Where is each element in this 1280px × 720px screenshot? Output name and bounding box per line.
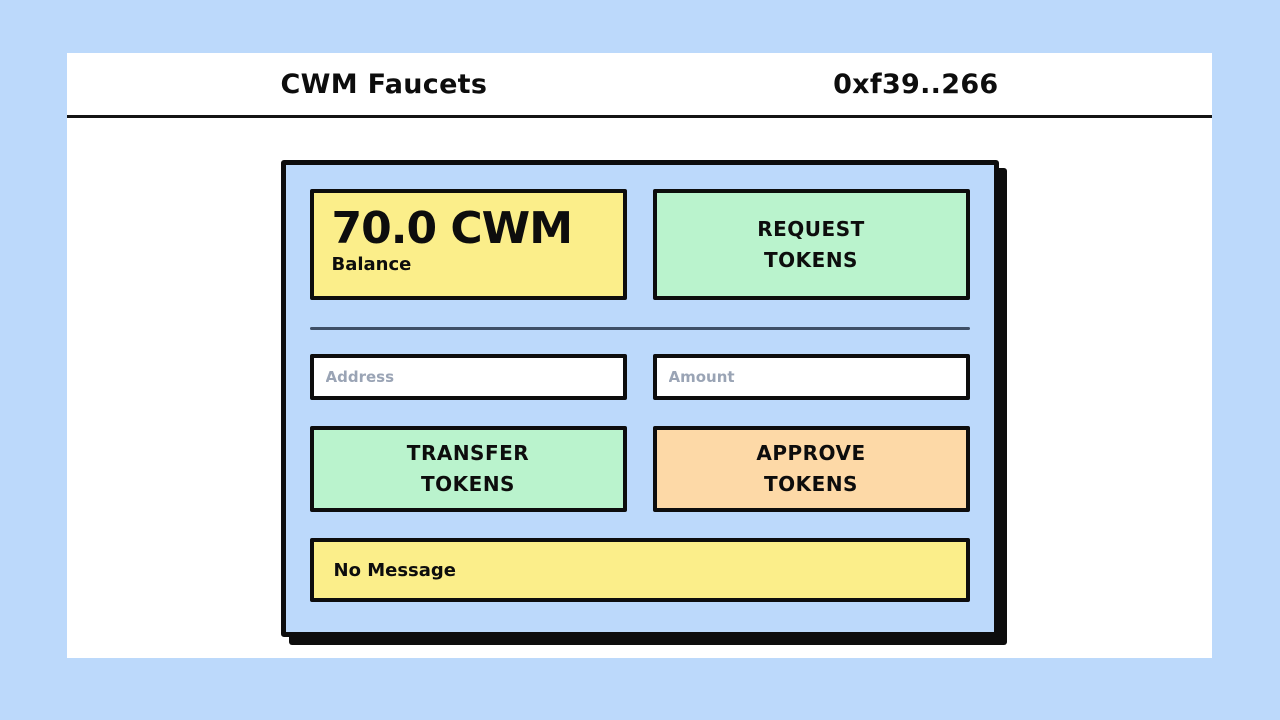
amount-input[interactable]: [652, 354, 970, 400]
wallet-address: 0xf39..266: [833, 68, 999, 100]
button-label-line: TOKENS: [421, 472, 515, 496]
header-inner: CWM Faucets 0xf39..266: [281, 53, 999, 115]
message-bar: No Message: [309, 538, 970, 602]
faucet-card: 70.0 CWM Balance REQUEST TOKENS TRANSFER…: [280, 160, 999, 637]
transfer-tokens-button[interactable]: TRANSFER TOKENS: [309, 426, 627, 512]
balance-value: 70.0 CWM: [331, 203, 574, 254]
button-label-line: TOKENS: [764, 247, 858, 272]
message-text: No Message: [333, 559, 456, 581]
balance-card: 70.0 CWM Balance: [309, 189, 627, 300]
inputs-row: [309, 354, 970, 400]
button-label-line: TRANSFER: [406, 441, 530, 465]
button-label-line: REQUEST: [757, 216, 865, 241]
balance-row: 70.0 CWM Balance REQUEST TOKENS: [309, 189, 970, 300]
approve-tokens-button[interactable]: APPROVE TOKENS: [652, 426, 970, 512]
divider: [309, 327, 970, 330]
button-label-line: APPROVE: [756, 441, 866, 465]
app-header: CWM Faucets 0xf39..266: [67, 53, 1212, 118]
address-input[interactable]: [309, 354, 627, 400]
request-tokens-button[interactable]: REQUEST TOKENS: [652, 189, 970, 300]
app-title: CWM Faucets: [280, 68, 488, 100]
content-panel: CWM Faucets 0xf39..266 70.0 CWM Balance …: [67, 53, 1212, 658]
balance-label: Balance: [331, 253, 412, 275]
button-label-line: TOKENS: [764, 472, 858, 496]
actions-row: TRANSFER TOKENS APPROVE TOKENS: [309, 426, 970, 512]
